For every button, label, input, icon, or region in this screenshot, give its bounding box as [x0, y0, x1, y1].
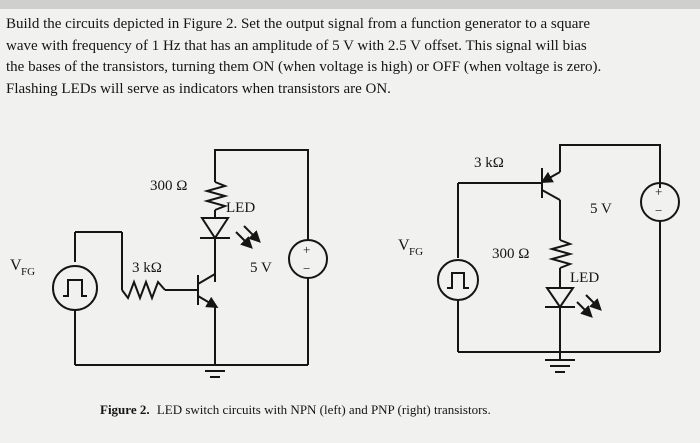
- left-base-resistor-label: 3 kΩ: [132, 260, 162, 276]
- left-source-label: V: [10, 257, 22, 274]
- right-circuit: [437, 144, 680, 373]
- left-led-label: LED: [226, 200, 255, 216]
- right-led-resistor-label: 300 Ω: [492, 246, 529, 262]
- right-led-symbol: [545, 287, 575, 309]
- left-source-subscript: FG: [21, 266, 35, 278]
- top-strip: [0, 0, 700, 9]
- left-supply-label: 5 V: [250, 260, 272, 276]
- left-circuit: [52, 149, 328, 378]
- left-top-wire: [214, 149, 309, 240]
- instruction-line-4: Flashing LEDs will serve as indicators w…: [6, 80, 391, 97]
- figure-caption-label: Figure 2.: [100, 402, 150, 417]
- left-base-resistor: [121, 279, 166, 301]
- right-supply-label: 5 V: [590, 201, 612, 217]
- right-base-resistor-label: 3 kΩ: [474, 155, 504, 171]
- instructions-text: Build the circuits depicted in Figure 2.…: [6, 14, 694, 100]
- left-led-resistor-label: 300 Ω: [150, 178, 187, 194]
- right-function-generator: [437, 259, 479, 301]
- instruction-line-3: the bases of the transistors, turning th…: [6, 59, 602, 75]
- left-led-resistor: [203, 181, 229, 211]
- left-supply-minus: −: [303, 261, 310, 276]
- right-led-resistor: [548, 239, 574, 269]
- left-supply-plus: +: [303, 242, 310, 257]
- left-function-generator: [52, 265, 98, 311]
- instruction-line-2: wave with frequency of 1 Hz that has an …: [6, 37, 587, 54]
- figure-caption: Figure 2. LED switch circuits with NPN (…: [100, 402, 660, 418]
- right-source-subscript: FG: [409, 246, 423, 258]
- right-led-label: LED: [570, 270, 599, 286]
- instruction-line-1: Build the circuits depicted in Figure 2.…: [6, 16, 591, 32]
- right-supply-minus: −: [655, 203, 662, 218]
- figure-caption-text: LED switch circuits with NPN (left) and …: [156, 402, 491, 417]
- left-led-symbol: [200, 217, 230, 240]
- right-source-label: V: [398, 237, 410, 254]
- right-supply-plus: +: [655, 184, 662, 199]
